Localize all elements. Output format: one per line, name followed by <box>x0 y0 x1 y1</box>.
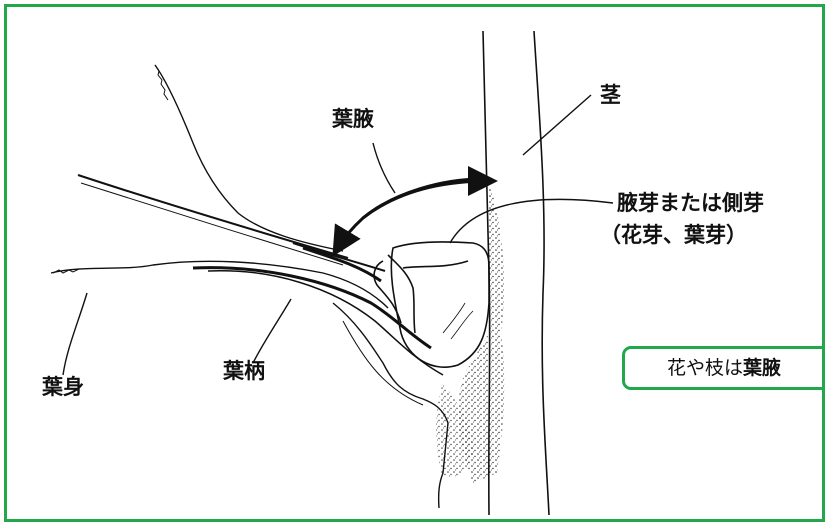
blade-label: 葉身 <box>42 375 84 399</box>
figure-frame: 茎 葉腋 腋芽または側芽 （花芽、葉芽） 葉身 葉柄 花や枝は葉腋 <box>4 4 825 522</box>
note-emphasis-text: 葉腋 <box>743 357 782 379</box>
leaf-axil-diagram <box>50 30 614 516</box>
note-plain-text: 花や枝は <box>667 357 744 379</box>
axillary-bud-drawing <box>373 241 490 368</box>
bud-label-line2: （花芽、葉芽） <box>600 223 747 247</box>
note-callout: 花や枝は葉腋 <box>622 346 822 390</box>
note-text: 花や枝は葉腋 <box>667 359 781 378</box>
bud-label-line1: 腋芽または側芽 <box>617 191 764 215</box>
annotation-lines <box>62 94 614 376</box>
leaf-blade-drawing <box>50 64 389 309</box>
stem-label: 茎 <box>600 83 621 107</box>
petiole-label: 葉柄 <box>223 359 265 383</box>
axil-label: 葉腋 <box>332 107 374 131</box>
